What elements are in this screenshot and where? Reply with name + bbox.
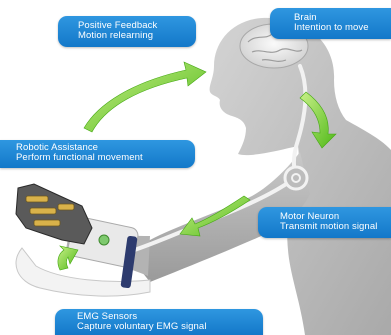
callout-subtitle: Motion relearning (78, 31, 196, 41)
arrow-feedback-loop (84, 62, 206, 132)
callout-subtitle: Intention to move (294, 23, 391, 33)
motor-neuron-icon (285, 167, 307, 189)
callout-emg-sensors: EMG Sensors Capture voluntary EMG signal (55, 309, 263, 335)
callout-brain: Brain Intention to move (270, 8, 391, 39)
robotic-hand-device (16, 184, 150, 296)
callout-subtitle: Transmit motion signal (280, 222, 391, 232)
callout-positive-feedback: Positive Feedback Motion relearning (58, 16, 196, 47)
callout-motor-neuron: Motor Neuron Transmit motion signal (258, 207, 391, 238)
arrow-device-feedback (58, 246, 78, 270)
callout-robotic-assistance: Robotic Assistance Perform functional mo… (0, 140, 195, 168)
callout-subtitle: Capture voluntary EMG signal (77, 322, 263, 332)
callout-subtitle: Perform functional movement (16, 153, 195, 163)
emg-sensor-indicator (99, 235, 109, 245)
